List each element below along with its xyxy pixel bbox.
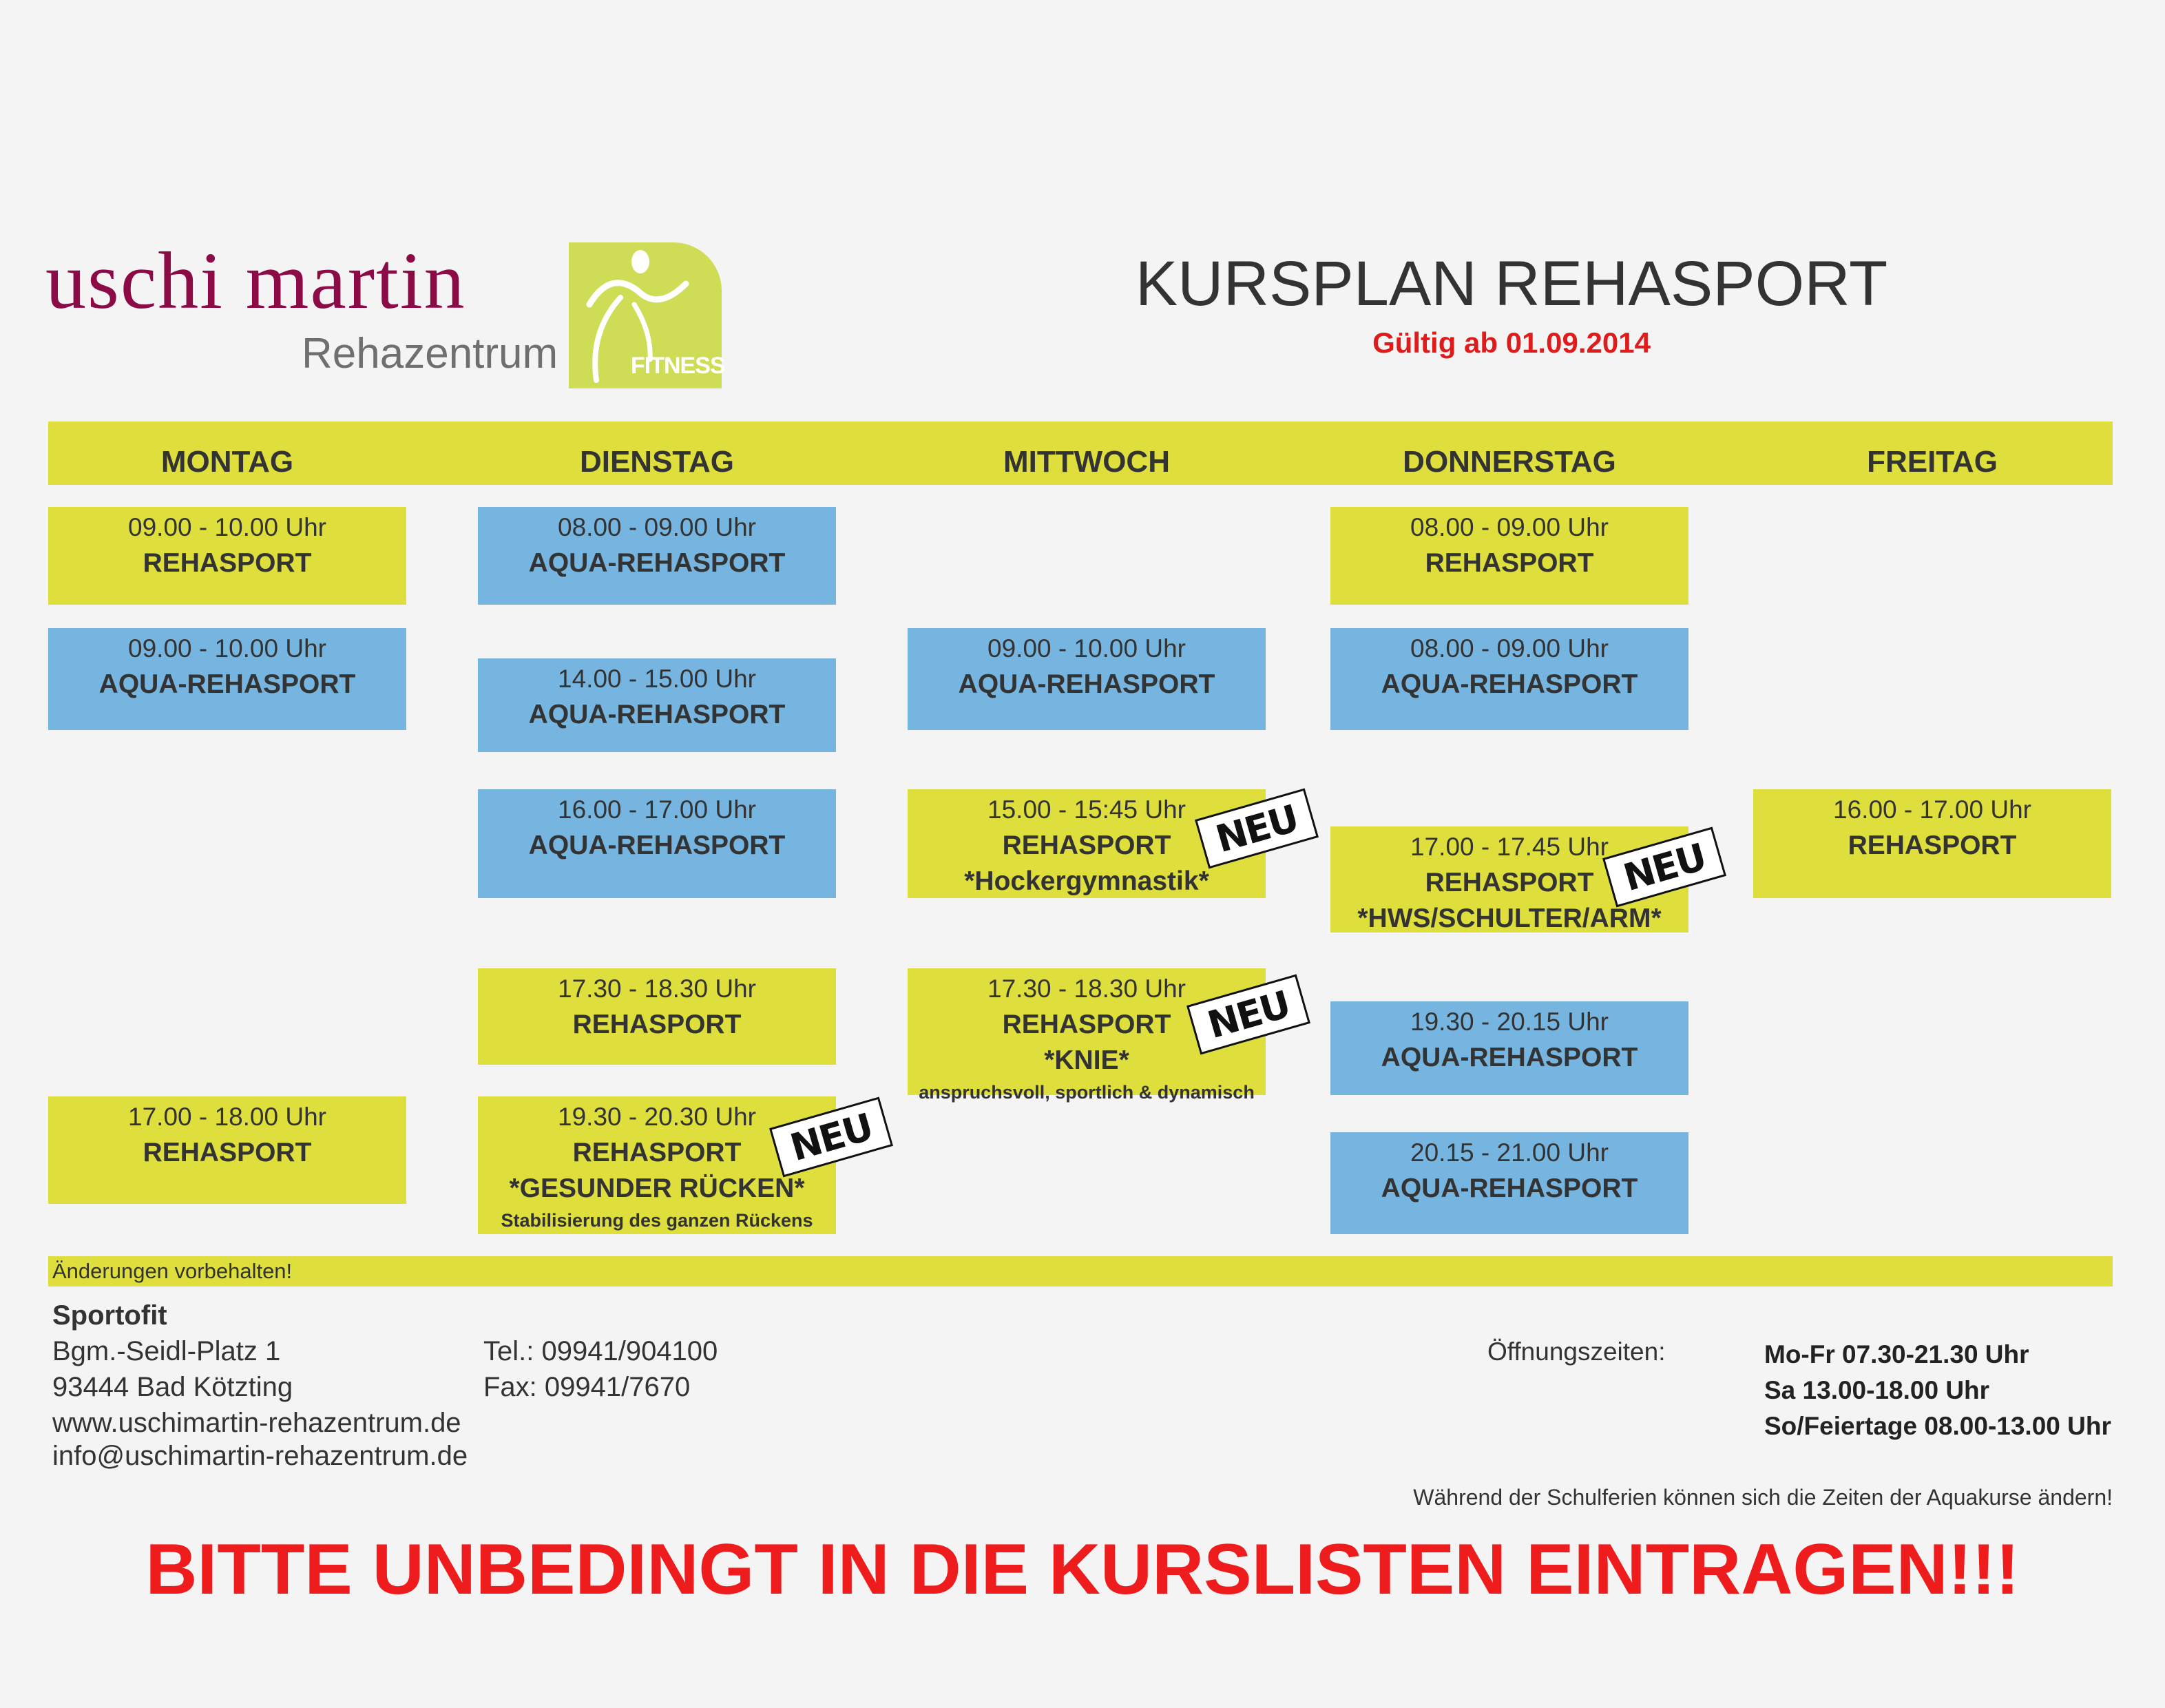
class-title: REHASPORT: [1848, 831, 2017, 860]
class-description: Stabilisierung des ganzen Rückens: [501, 1210, 813, 1231]
class-title: REHASPORT: [1002, 831, 1171, 860]
class-title: AQUA-REHASPORT: [528, 548, 786, 578]
class-title: REHASPORT: [1425, 868, 1594, 897]
fax: Fax: 09941/7670: [483, 1372, 691, 1402]
class-time: 08.00 - 09.00 Uhr: [558, 513, 756, 541]
day-thursday: DONNERSTAG: [1403, 445, 1616, 479]
company-name: Sportofit: [52, 1300, 167, 1331]
address-street: Bgm.-Seidl-Platz 1: [52, 1336, 281, 1366]
class-time: 14.00 - 15.00 Uhr: [558, 665, 756, 693]
address-city: 93444 Bad Kötzting: [52, 1372, 293, 1402]
holiday-note: Während der Schulferien können sich die …: [1413, 1485, 2113, 1510]
fitness-label: FITNESS: [631, 353, 726, 379]
website-link[interactable]: www.uschimartin-rehazentrum.de: [52, 1408, 461, 1438]
class-focus: *Hockergymnastik*: [964, 866, 1209, 896]
class-time: 17.00 - 17.45 Uhr: [1410, 833, 1609, 861]
hours-saturday: Sa 13.00-18.00 Uhr: [1764, 1376, 1990, 1404]
class-title: REHASPORT: [572, 1138, 742, 1167]
class-time: 16.00 - 17.00 Uhr: [558, 795, 756, 824]
day-monday: MONTAG: [160, 445, 294, 479]
class-time: 19.30 - 20.30 Uhr: [558, 1103, 756, 1131]
class-title: AQUA-REHASPORT: [98, 669, 356, 699]
hours-weekdays: Mo-Fr 07.30-21.30 Uhr: [1764, 1340, 2029, 1368]
day-header-band: MONTAG DIENSTAG MITTWOCH DONNERSTAG FREI…: [48, 421, 2113, 485]
hours-label: Öffnungszeiten:: [1487, 1337, 1666, 1366]
class-time: 17.30 - 18.30 Uhr: [558, 975, 756, 1003]
class-title: REHASPORT: [143, 548, 312, 578]
email-link[interactable]: info@uschimartin-rehazentrum.de: [52, 1441, 468, 1471]
class-time: 09.00 - 10.00 Uhr: [128, 634, 326, 663]
class-title: AQUA-REHASPORT: [1381, 1043, 1638, 1072]
disclaimer: Änderungen vorbehalten!: [52, 1259, 293, 1283]
logo-subtitle: Rehazentrum: [302, 330, 558, 377]
logo-name: uschi martin: [45, 236, 466, 326]
class-description: anspruchsvoll, sportlich & dynamisch: [919, 1082, 1255, 1103]
class-time: 09.00 - 10.00 Uhr: [987, 634, 1186, 663]
class-title: AQUA-REHASPORT: [528, 831, 786, 860]
fitness-logo: FITNESS: [569, 242, 726, 388]
day-wednesday: MITTWOCH: [1003, 445, 1170, 479]
class-focus: *HWS/SCHULTER/ARM*: [1357, 904, 1662, 933]
hours-sunday: So/Feiertage 08.00-13.00 Uhr: [1764, 1412, 2111, 1440]
class-focus: *GESUNDER RÜCKEN*: [509, 1174, 805, 1203]
class-time: 08.00 - 09.00 Uhr: [1410, 513, 1609, 541]
runner-icon: [586, 250, 689, 383]
day-tuesday: DIENSTAG: [579, 445, 735, 479]
class-title: REHASPORT: [1425, 548, 1594, 578]
class-title: AQUA-REHASPORT: [958, 669, 1215, 699]
day-friday: FREITAG: [1867, 445, 1998, 479]
class-time: 15.00 - 15:45 Uhr: [987, 795, 1186, 824]
class-title: REHASPORT: [143, 1138, 312, 1167]
class-time: 20.15 - 21.00 Uhr: [1410, 1138, 1609, 1167]
class-time: 17.30 - 18.30 Uhr: [987, 975, 1186, 1003]
class-title: REHASPORT: [572, 1010, 742, 1039]
class-time: 16.00 - 17.00 Uhr: [1833, 795, 2031, 824]
class-time: 08.00 - 09.00 Uhr: [1410, 634, 1609, 663]
class-time: 09.00 - 10.00 Uhr: [128, 513, 326, 541]
page-title: KURSPLAN REHASPORT: [1135, 249, 1888, 319]
phone: Tel.: 09941/904100: [483, 1336, 718, 1366]
class-title: REHASPORT: [1002, 1010, 1171, 1039]
class-title: AQUA-REHASPORT: [1381, 1174, 1638, 1203]
class-title: AQUA-REHASPORT: [1381, 669, 1638, 699]
call-to-action: BITTE UNBEDINGT IN DIE KURSLISTEN EINTRA…: [145, 1530, 2020, 1610]
class-focus: *KNIE*: [1044, 1045, 1129, 1075]
valid-from: Gültig ab 01.09.2014: [1372, 326, 1651, 359]
class-title: AQUA-REHASPORT: [528, 700, 786, 729]
class-time: 17.00 - 18.00 Uhr: [128, 1103, 326, 1131]
footer-band: Änderungen vorbehalten!: [48, 1256, 2113, 1287]
class-time: 19.30 - 20.15 Uhr: [1410, 1008, 1609, 1036]
